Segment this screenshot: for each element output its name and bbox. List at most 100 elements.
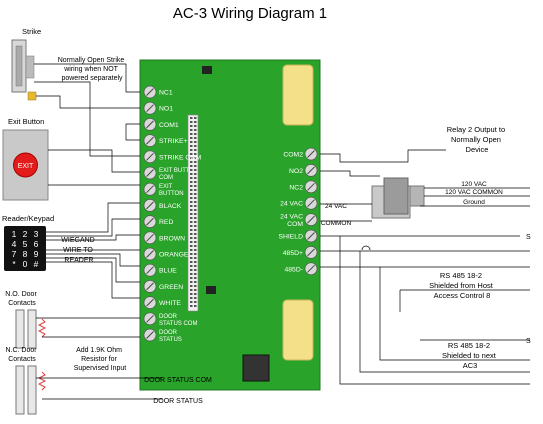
header-pin — [190, 185, 193, 187]
header-pin — [190, 133, 193, 135]
keypad-key: 6 — [34, 239, 39, 249]
header-pin — [190, 209, 193, 211]
left-terminal-label: WHITE — [159, 300, 181, 307]
header-pin — [194, 269, 197, 271]
header-pin — [190, 189, 193, 191]
right-wiring — [320, 149, 530, 385]
header-pin — [194, 129, 197, 131]
header-pin — [190, 253, 193, 255]
header-pin — [194, 137, 197, 139]
header-pin — [194, 281, 197, 283]
left-terminal-label: BLACK — [159, 203, 182, 210]
right-terminal-screw — [304, 229, 318, 243]
header-pin — [194, 125, 197, 127]
header-pin — [194, 265, 197, 267]
keypad-key: * — [12, 259, 16, 269]
left-terminal-screw — [143, 199, 157, 212]
vac24-wire-label: 24 VAC — [325, 203, 347, 210]
left-terminal-screw — [143, 101, 157, 115]
header-pin — [190, 301, 193, 303]
left-terminal-screw — [143, 247, 157, 261]
header-pin — [194, 177, 197, 179]
header-pin — [194, 201, 197, 203]
header-pin — [194, 173, 197, 175]
header-pin — [194, 249, 197, 251]
header-pins — [190, 117, 197, 307]
header-pin — [190, 269, 193, 271]
right-terminal-label: NC2 — [289, 184, 303, 191]
board-chip-top — [202, 66, 212, 74]
header-pin — [190, 233, 193, 235]
rs485-host-note: RS 485 18-2 Shielded from Host Access Co… — [429, 271, 495, 300]
rs485-next-note: RS 485 18-2 Shielded to next AC3 — [442, 341, 498, 370]
header-pin — [190, 169, 193, 171]
strike-label: Strike — [22, 27, 41, 36]
header-pin — [194, 117, 197, 119]
door-status-wire-label: DOOR STATUS — [153, 398, 203, 405]
header-pin — [194, 225, 197, 227]
header-pin — [190, 221, 193, 223]
header-pin — [190, 297, 193, 299]
right-terminal-label: SHIELD — [278, 234, 303, 241]
left-terminal-screw — [143, 263, 157, 277]
exit-button-icon: EXIT — [2, 129, 49, 201]
right-terminal-screw — [304, 164, 318, 177]
left-terminal-label: GREEN — [159, 284, 183, 291]
right-terminal-screw — [304, 180, 318, 194]
header-pin — [190, 237, 193, 239]
header-pin — [194, 133, 197, 135]
exit-button-label: Exit Button — [8, 117, 44, 126]
header-pin — [190, 257, 193, 259]
header-pin — [194, 245, 197, 247]
right-terminal-screw — [304, 196, 318, 210]
vac120-wire-label: 120 VAC — [461, 181, 487, 188]
relay2-note: Relay 2 Output to Normally Open Device — [447, 125, 507, 154]
keypad-key: 2 — [23, 229, 28, 239]
left-wiring — [34, 63, 162, 400]
left-terminal-screw — [143, 215, 157, 228]
s-upper-label: S — [526, 234, 531, 241]
header-pin — [194, 305, 197, 307]
right-terminal-screw — [304, 246, 318, 259]
header-pin — [190, 129, 193, 131]
keypad-key: 1 — [12, 229, 17, 239]
left-terminal-label: BROWN — [159, 235, 185, 242]
header-pin — [190, 201, 193, 203]
left-terminal-label: NC1 — [159, 90, 173, 97]
left-terminal-screw — [143, 231, 157, 245]
header-pin — [194, 149, 197, 151]
right-terminal-label: 485D- — [284, 266, 303, 273]
header-pin — [194, 185, 197, 187]
header-pin — [190, 149, 193, 151]
keypad-key: 9 — [34, 249, 39, 259]
s-lower-label: S — [526, 338, 531, 345]
keypad-key: 5 — [23, 239, 28, 249]
header-pin — [194, 285, 197, 287]
header-pin — [190, 137, 193, 139]
keypad-key: # — [34, 259, 39, 269]
header-pin — [194, 237, 197, 239]
right-terminal-label: COM2 — [283, 152, 303, 159]
header-pin — [190, 277, 193, 279]
header-pin — [194, 145, 197, 147]
header-pin — [194, 141, 197, 143]
relay-bottom — [282, 299, 314, 361]
exit-button-text: EXIT — [18, 163, 34, 170]
header-pin — [190, 217, 193, 219]
left-terminal-label: ORANGE — [159, 252, 189, 259]
header-pin — [190, 205, 193, 207]
header-pin — [190, 165, 193, 167]
header-pin — [190, 213, 193, 215]
resistor-nc-icon — [37, 371, 47, 391]
nc-door-contacts-label: N.C. Door Contacts — [5, 347, 38, 363]
header-pin — [194, 217, 197, 219]
header-pin — [194, 253, 197, 255]
header-pin — [190, 125, 193, 127]
header-pin — [194, 121, 197, 123]
header-pin — [194, 233, 197, 235]
right-terminal-screw — [304, 147, 318, 161]
header-strip — [187, 114, 199, 312]
